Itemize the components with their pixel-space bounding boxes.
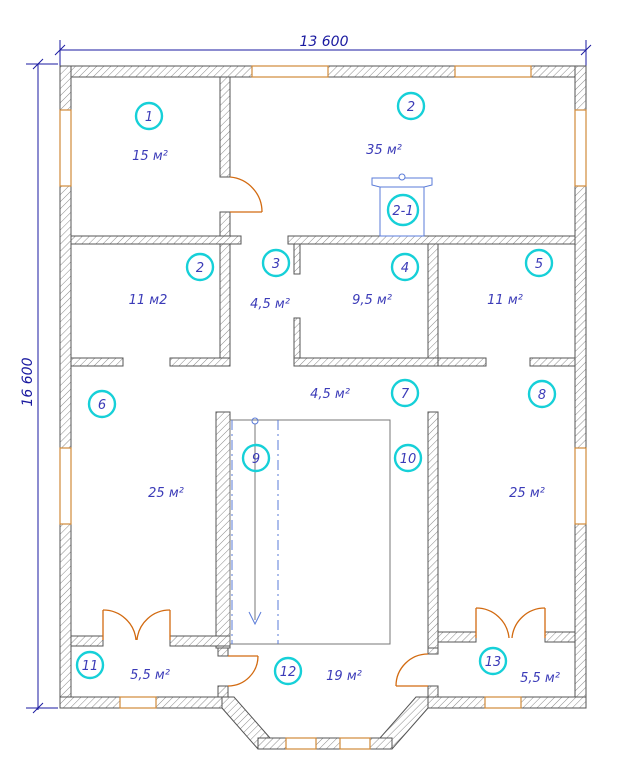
room-2-1-number: 2-1 (392, 204, 413, 219)
room-7-area: 4,5 м² (310, 387, 350, 402)
room-12-number: 12 (280, 665, 297, 680)
room-2-1-number-circle (386, 193, 420, 227)
room-12-area: 19 м² (326, 669, 362, 684)
room-6-number: 6 (98, 398, 106, 413)
dimension-height-label: 16 600 (20, 357, 36, 406)
room-3-number: 3 (272, 257, 280, 272)
room-12-number-circle (273, 656, 303, 686)
room-5-area: 11 м² (487, 293, 523, 308)
dimension-width: 13 600 (54, 34, 592, 66)
room-11-number-circle (75, 650, 105, 680)
room-3-area: 4,5 м² (250, 297, 290, 312)
room-10-number-circle (393, 443, 423, 473)
room-9-number-circle (241, 443, 271, 473)
walls (59, 65, 587, 750)
room-13-number: 13 (485, 655, 502, 670)
room-8-number-circle (527, 379, 557, 409)
room-6-area: 25 м² (148, 486, 184, 501)
dimension-width-label: 13 600 (300, 34, 349, 50)
room-1-area: 15 м² (132, 149, 168, 164)
room-1-number-circle (134, 101, 164, 131)
room-1-number: 1 (145, 110, 153, 125)
room-9-number: 9 (252, 452, 260, 467)
room-2-top-area: 35 м² (366, 143, 402, 158)
room-7-number-circle (390, 378, 420, 408)
room-11-number: 11 (82, 659, 99, 674)
room-3-number-circle (261, 248, 291, 278)
room-4-number: 4 (401, 261, 409, 276)
room-2-left-area: 11 м2 (129, 293, 168, 308)
room-8-number: 8 (538, 388, 546, 403)
room-5-number-circle (524, 248, 554, 278)
fireplace (371, 173, 433, 237)
room-11-area: 5,5 м² (130, 668, 170, 683)
room-4-area: 9,5 м² (352, 293, 392, 308)
doors (102, 176, 546, 687)
room-5-number: 5 (535, 257, 543, 272)
room-2-top-number: 2 (407, 100, 415, 115)
room-8-area: 25 м² (509, 486, 545, 501)
dimension-height: 16 600 (20, 58, 58, 714)
room-4-number-circle (390, 252, 420, 282)
room-13-area: 5,5 м² (520, 671, 560, 686)
room-labels: 1 15 м² 2 35 м² 2-1 2 11 м2 3 4,5 м² 4 9,5 м² 5 11 м… (75, 91, 560, 686)
room-2-left-number: 2 (196, 261, 204, 276)
room-2-top-number-circle (396, 91, 426, 121)
room-2-left-number-circle (185, 252, 215, 282)
room-10-number: 10 (400, 452, 417, 467)
room-6-number-circle (87, 389, 117, 419)
staircase (229, 417, 391, 645)
windows (59, 65, 587, 750)
room-13-number-circle (478, 646, 508, 676)
room-7-number: 7 (401, 387, 410, 402)
